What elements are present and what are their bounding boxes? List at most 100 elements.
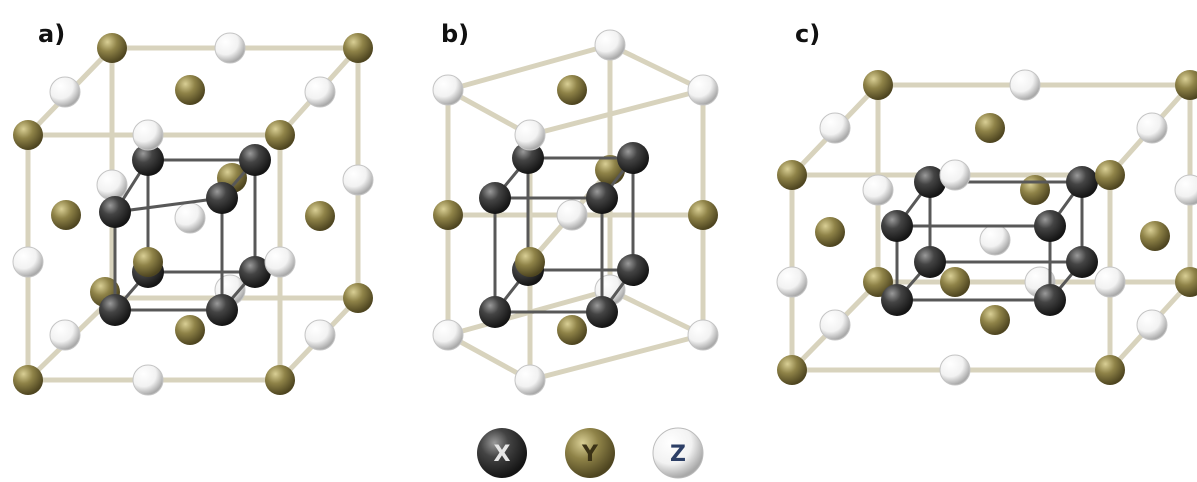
atom-y bbox=[1175, 267, 1197, 297]
atom-z bbox=[49, 76, 81, 108]
atom-x bbox=[512, 142, 544, 174]
atom-x bbox=[617, 254, 649, 286]
atom-y bbox=[433, 200, 463, 230]
atom-z bbox=[819, 309, 851, 341]
atom-x bbox=[881, 210, 913, 242]
outer-lattice-bond bbox=[607, 42, 706, 93]
atom-z bbox=[514, 119, 546, 151]
panel-label-c: c) bbox=[795, 20, 820, 48]
legend-atom-x bbox=[477, 428, 527, 478]
crystal-structure-b bbox=[432, 29, 719, 396]
crystal-structure-a bbox=[12, 32, 374, 396]
panel-label-b: b) bbox=[441, 20, 469, 48]
atom-y bbox=[777, 160, 807, 190]
atom-y bbox=[980, 305, 1010, 335]
atom-z bbox=[1094, 266, 1126, 298]
atom-z bbox=[96, 169, 128, 201]
atom-x bbox=[1034, 210, 1066, 242]
atom-x bbox=[914, 246, 946, 278]
legend-item-z: Z bbox=[652, 427, 704, 479]
atom-x bbox=[617, 142, 649, 174]
atom-y bbox=[557, 75, 587, 105]
atom-z bbox=[1136, 112, 1168, 144]
atom-y bbox=[133, 247, 163, 277]
panel-label-a: a) bbox=[38, 20, 65, 48]
outer-lattice-bond bbox=[607, 287, 706, 338]
atom-y bbox=[343, 283, 373, 313]
atom-z bbox=[49, 319, 81, 351]
atom-y bbox=[975, 113, 1005, 143]
outer-lattice-bond bbox=[445, 42, 613, 93]
atom-y bbox=[175, 315, 205, 345]
atom-z bbox=[776, 266, 808, 298]
atom-z bbox=[264, 246, 296, 278]
atom-x bbox=[586, 182, 618, 214]
atom-z bbox=[174, 202, 206, 234]
legend-label-z: Z bbox=[670, 442, 686, 467]
legend-atom-y bbox=[565, 428, 615, 478]
atom-y bbox=[1095, 160, 1125, 190]
atom-z bbox=[432, 74, 464, 106]
atom-z bbox=[687, 74, 719, 106]
atom-x bbox=[99, 294, 131, 326]
atom-x bbox=[239, 144, 271, 176]
atom-x bbox=[99, 196, 131, 228]
atom-z bbox=[12, 246, 44, 278]
legend-label-y: Y bbox=[581, 442, 599, 467]
legend-atom-z bbox=[652, 427, 704, 479]
atom-y bbox=[815, 217, 845, 247]
atom-z bbox=[132, 364, 164, 396]
atom-y bbox=[97, 33, 127, 63]
atom-x bbox=[1066, 166, 1098, 198]
atom-y bbox=[265, 365, 295, 395]
atom-z bbox=[132, 119, 164, 151]
atom-y bbox=[515, 247, 545, 277]
atom-y bbox=[688, 200, 718, 230]
atom-x bbox=[239, 256, 271, 288]
legend-label-x: X bbox=[494, 442, 511, 467]
atom-x bbox=[206, 182, 238, 214]
atom-z bbox=[556, 199, 588, 231]
atom-x bbox=[914, 166, 946, 198]
atom-z bbox=[979, 224, 1011, 256]
atom-y bbox=[1175, 70, 1197, 100]
atom-z bbox=[342, 164, 374, 196]
atom-z bbox=[939, 354, 971, 386]
atom-y bbox=[51, 200, 81, 230]
atom-z bbox=[819, 112, 851, 144]
atom-y bbox=[777, 355, 807, 385]
atom-z bbox=[304, 76, 336, 108]
atom-y bbox=[557, 315, 587, 345]
inner-lattice-bond bbox=[113, 196, 224, 214]
atom-y bbox=[13, 365, 43, 395]
atom-y bbox=[13, 120, 43, 150]
atom-x bbox=[479, 182, 511, 214]
atom-x bbox=[881, 284, 913, 316]
atom-z bbox=[432, 319, 464, 351]
atom-z bbox=[1136, 309, 1168, 341]
atom-z bbox=[1174, 174, 1197, 206]
atom-y bbox=[1095, 355, 1125, 385]
atom-x bbox=[1034, 284, 1066, 316]
atom-z bbox=[514, 364, 546, 396]
outer-lattice-bond bbox=[445, 87, 533, 138]
atom-x bbox=[586, 296, 618, 328]
legend-item-y: Y bbox=[565, 428, 615, 478]
atom-z bbox=[687, 319, 719, 351]
atom-legend: X Y Z bbox=[477, 427, 704, 479]
outer-lattice-bond bbox=[445, 332, 533, 383]
atom-y bbox=[1140, 221, 1170, 251]
atom-z bbox=[1009, 69, 1041, 101]
atom-y bbox=[863, 70, 893, 100]
atom-x bbox=[479, 296, 511, 328]
atom-z bbox=[304, 319, 336, 351]
atom-x bbox=[132, 144, 164, 176]
atom-x bbox=[206, 294, 238, 326]
atom-y bbox=[265, 120, 295, 150]
atom-y bbox=[175, 75, 205, 105]
atom-y bbox=[343, 33, 373, 63]
atom-z bbox=[862, 174, 894, 206]
crystal-structure-c bbox=[776, 69, 1197, 386]
atom-y bbox=[940, 267, 970, 297]
